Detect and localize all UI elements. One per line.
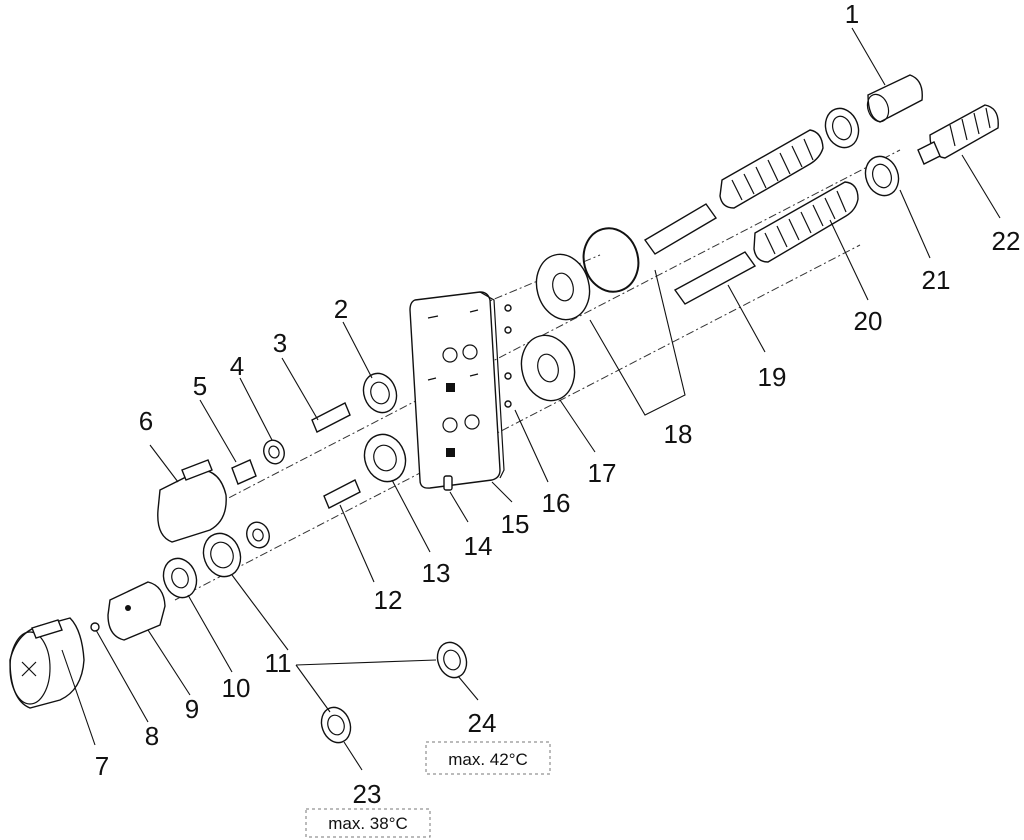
part-number-14: 14 bbox=[464, 531, 493, 561]
part-number-labels: 1 2 3 4 5 6 7 8 9 10 11 12 13 14 15 16 1… bbox=[95, 0, 1021, 809]
part-number-20: 20 bbox=[854, 306, 883, 336]
rosette-large bbox=[535, 253, 591, 321]
part-number-24: 24 bbox=[468, 708, 497, 738]
note-max-42: max. 42°C bbox=[448, 750, 528, 769]
splined-adapter bbox=[231, 459, 257, 485]
limiter-body bbox=[107, 581, 166, 641]
part-number-13: 13 bbox=[422, 558, 451, 588]
small-screw bbox=[90, 622, 100, 632]
temperature-note-42: max. 42°C bbox=[425, 741, 551, 775]
adapter-upper bbox=[362, 372, 398, 414]
part-number-2: 2 bbox=[334, 294, 348, 324]
extension-tubes bbox=[643, 203, 757, 305]
limit-ring-38 bbox=[320, 706, 352, 744]
o-ring bbox=[582, 227, 640, 293]
knurled-ring bbox=[162, 557, 198, 599]
part-number-10: 10 bbox=[222, 673, 251, 703]
lower-handle bbox=[9, 617, 85, 709]
part-number-19: 19 bbox=[758, 362, 787, 392]
part-number-4: 4 bbox=[230, 351, 244, 381]
thermostatic-cartridge bbox=[917, 104, 999, 165]
hex-nut-lower bbox=[246, 521, 270, 549]
part-number-17: 17 bbox=[588, 458, 617, 488]
leader-lines bbox=[61, 27, 1001, 771]
part-number-7: 7 bbox=[95, 751, 109, 781]
cartridge-top bbox=[824, 74, 923, 149]
part-number-22: 22 bbox=[992, 226, 1021, 256]
part-number-15: 15 bbox=[501, 509, 530, 539]
spindle-lower bbox=[323, 479, 361, 509]
part-number-6: 6 bbox=[139, 406, 153, 436]
nut-fitting bbox=[864, 155, 900, 197]
wall-plate bbox=[409, 291, 505, 489]
part-number-1: 1 bbox=[845, 0, 859, 29]
part-number-16: 16 bbox=[542, 488, 571, 518]
limit-ring-42 bbox=[436, 641, 468, 679]
part-number-18: 18 bbox=[664, 419, 693, 449]
part-number-23: 23 bbox=[353, 779, 382, 809]
rosette-small bbox=[520, 334, 576, 402]
part-number-5: 5 bbox=[193, 371, 207, 401]
spindle-extension bbox=[311, 402, 351, 433]
stop-ring bbox=[202, 532, 242, 578]
part-number-8: 8 bbox=[145, 721, 159, 751]
part-number-9: 9 bbox=[185, 694, 199, 724]
set-pin bbox=[443, 475, 453, 491]
part-number-3: 3 bbox=[273, 328, 287, 358]
ribbed-sleeves bbox=[719, 129, 859, 263]
temperature-note-38: max. 38°C bbox=[305, 808, 431, 838]
note-max-38: max. 38°C bbox=[328, 814, 408, 833]
upper-handle bbox=[157, 459, 227, 543]
part-number-12: 12 bbox=[374, 585, 403, 615]
valve-lower bbox=[363, 433, 407, 483]
screws bbox=[504, 304, 512, 408]
hex-nut-upper bbox=[263, 439, 285, 465]
part-number-11: 11 bbox=[265, 648, 292, 678]
part-number-21: 21 bbox=[922, 265, 951, 295]
